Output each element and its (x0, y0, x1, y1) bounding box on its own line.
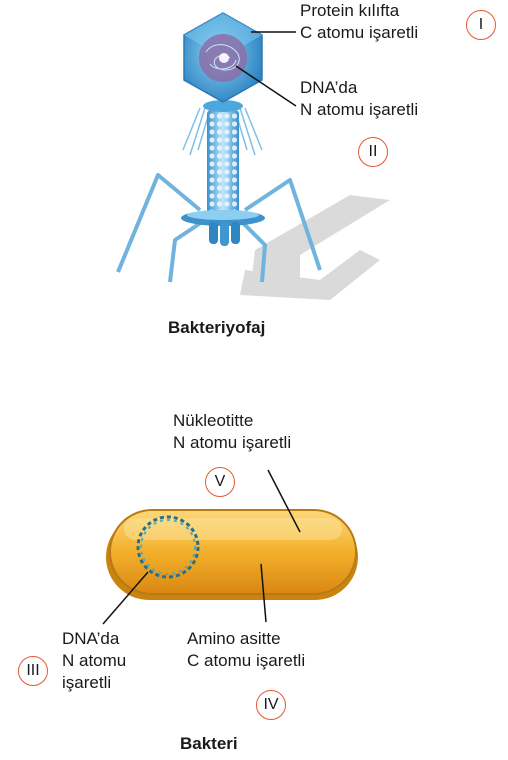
label-bacterial-dna: DNA’da N atomu işaretli (62, 628, 126, 694)
label-amino-line2: C atomu işaretli (187, 650, 305, 672)
badge-i: I (466, 10, 496, 40)
label-protein-coat: Protein kılıfta C atomu işaretli (300, 0, 418, 44)
label-phage-dna-line1: DNA’da (300, 77, 418, 99)
label-bacterial-dna-line1: DNA’da (62, 628, 126, 650)
label-protein-line2: C atomu işaretli (300, 22, 418, 44)
label-amino-acid: Amino asitte C atomu işaretli (187, 628, 305, 672)
label-protein-line1: Protein kılıfta (300, 0, 418, 22)
bacterium-title: Bakteri (180, 734, 238, 754)
badge-v: V (205, 467, 235, 497)
badge-iv: IV (256, 690, 286, 720)
badge-ii: II (358, 137, 388, 167)
label-phage-dna-line2: N atomu işaretli (300, 99, 418, 121)
label-nucleotide-line1: Nükleotitte (173, 410, 291, 432)
phage-tail (207, 110, 239, 218)
badge-iii: III (18, 656, 48, 686)
phage-shadow (240, 195, 390, 300)
label-phage-dna: DNA’da N atomu işaretli (300, 77, 418, 121)
phage-title: Bakteriyofaj (168, 318, 265, 338)
label-bacterial-dna-line3: işaretli (62, 672, 126, 694)
label-bacterial-dna-line2: N atomu (62, 650, 126, 672)
bacterium-cell (106, 510, 358, 600)
phage-capsid (184, 13, 262, 102)
label-amino-line1: Amino asitte (187, 628, 305, 650)
label-nucleotide: Nükleotitte N atomu işaretli (173, 410, 291, 454)
label-nucleotide-line2: N atomu işaretli (173, 432, 291, 454)
